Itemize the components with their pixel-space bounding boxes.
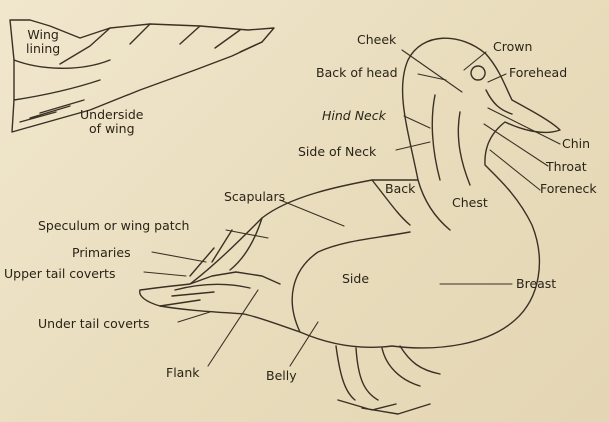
label-breast: Breast [516, 277, 556, 291]
label-belly: Belly [266, 369, 297, 383]
label-flank: Flank [166, 366, 199, 380]
label-speculum: Speculum or wing patch [38, 219, 189, 233]
label-hind-neck: Hind Neck [322, 109, 386, 123]
label-chest: Chest [452, 196, 488, 210]
label-under-tail-coverts: Under tail coverts [38, 317, 149, 331]
label-primaries: Primaries [72, 246, 131, 260]
label-back: Back [385, 182, 415, 196]
label-back-of-head: Back of head [316, 66, 398, 80]
label-side: Side [342, 272, 369, 286]
duck-body-drawing [140, 38, 560, 414]
label-scapulars: Scapulars [224, 190, 285, 204]
label-foreneck: Foreneck [540, 182, 597, 196]
label-forehead: Forehead [509, 66, 567, 80]
label-side-of-neck: Side of Neck [298, 145, 376, 159]
leader-lines [144, 50, 560, 366]
label-chin: Chin [562, 137, 590, 151]
label-crown: Crown [493, 40, 532, 54]
label-cheek: Cheek [357, 33, 396, 47]
label-throat: Throat [546, 160, 587, 174]
label-upper-tail-coverts: Upper tail coverts [4, 267, 115, 281]
